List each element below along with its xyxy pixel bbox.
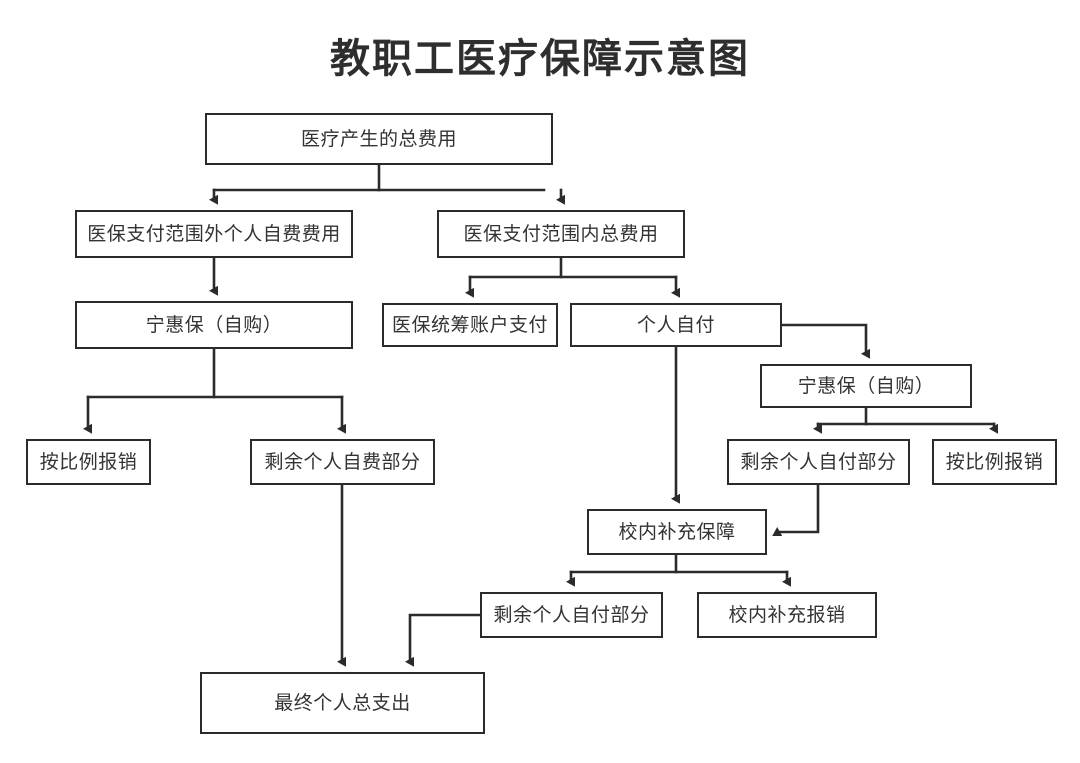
node-campus-supplement-coverage[interactable]: 校内补充保障	[587, 509, 767, 555]
node-out-of-scope-self-pay[interactable]: 医保支付范围外个人自费费用	[75, 210, 353, 258]
node-remaining-self-pay[interactable]: 剩余个人自费部分	[250, 439, 435, 485]
node-ninghuibao-right[interactable]: 宁惠保（自购）	[760, 364, 972, 408]
node-total-cost[interactable]: 医疗产生的总费用	[205, 113, 553, 165]
node-label: 剩余个人自付部分	[740, 450, 897, 473]
node-final-personal-expense[interactable]: 最终个人总支出	[200, 672, 485, 734]
node-label: 宁惠保（自购）	[145, 313, 283, 336]
edge-remaining-copay-to-campus	[772, 483, 820, 536]
node-pooled-account-payment[interactable]: 医保统筹账户支付	[382, 303, 558, 347]
node-label: 最终个人总支出	[274, 691, 411, 714]
node-label: 按比例报销	[39, 450, 138, 473]
node-remaining-copay-upper[interactable]: 剩余个人自付部分	[727, 439, 910, 485]
node-label: 医保支付范围外个人自费费用	[87, 222, 341, 245]
node-label: 剩余个人自费部分	[264, 450, 421, 473]
node-personal-payment[interactable]: 个人自付	[570, 303, 782, 347]
node-proportional-reimbursement-right[interactable]: 按比例报销	[932, 439, 1057, 485]
edge-personal-to-ninghuibao-right	[780, 323, 870, 359]
edge-remaining-copay-lower-to-final	[405, 613, 482, 667]
page-title: 教职工医疗保障示意图	[330, 36, 750, 82]
node-label: 剩余个人自付部分	[493, 603, 650, 626]
node-in-scope-total[interactable]: 医保支付范围内总费用	[437, 210, 685, 258]
node-label: 按比例报销	[945, 450, 1044, 473]
node-ninghuibao-left[interactable]: 宁惠保（自购）	[75, 301, 353, 349]
node-label: 校内补充保障	[618, 520, 736, 543]
node-label: 医保支付范围内总费用	[463, 222, 659, 245]
node-label: 医保统筹账户支付	[391, 313, 548, 336]
node-label: 宁惠保（自购）	[797, 374, 935, 397]
node-label: 校内补充报销	[728, 603, 846, 626]
node-proportional-reimbursement-left[interactable]: 按比例报销	[26, 439, 151, 485]
node-campus-supplement-reimbursement[interactable]: 校内补充报销	[697, 592, 877, 638]
node-remaining-copay-lower[interactable]: 剩余个人自付部分	[480, 592, 663, 638]
node-label: 医疗产生的总费用	[300, 127, 457, 150]
node-label: 个人自付	[636, 313, 715, 336]
